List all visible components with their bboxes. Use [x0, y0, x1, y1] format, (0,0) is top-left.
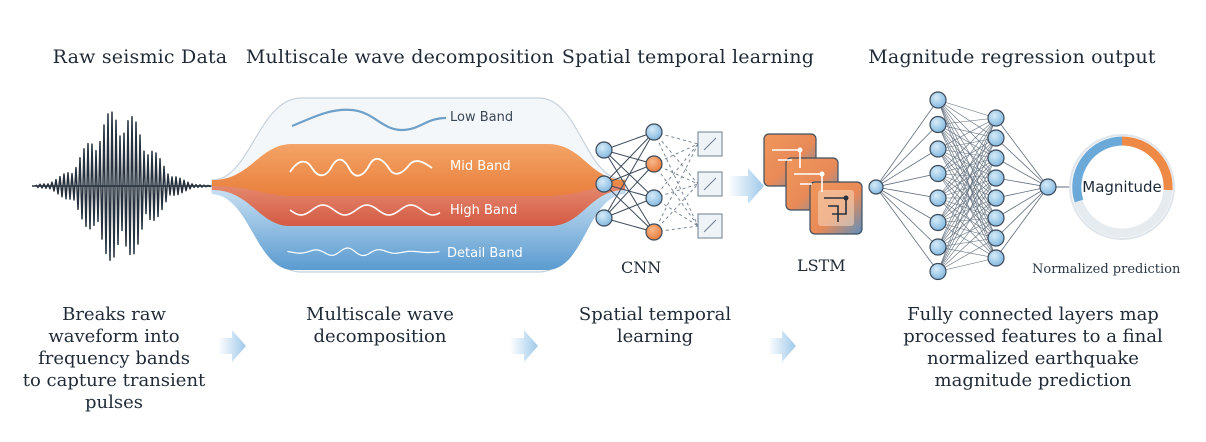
high-band-wave	[289, 204, 441, 216]
normalized-prediction-caption: Normalized prediction	[1032, 262, 1181, 277]
dense-node	[987, 229, 1005, 247]
dense-node	[987, 209, 1005, 227]
dense-node	[987, 169, 1005, 187]
cnn-node	[595, 175, 613, 193]
detail-band-label: Detail Band	[447, 246, 523, 261]
dense-node	[929, 189, 947, 207]
magnitude-gauge	[1069, 134, 1175, 240]
stage-title-multiscale: Multiscale wave decomposition	[245, 46, 555, 68]
cnn-node	[645, 223, 663, 241]
magnitude-label: Magnitude	[1082, 178, 1162, 196]
mid-band-label: Mid Band	[450, 159, 511, 174]
dense-node	[929, 213, 947, 232]
description-regression: Fully connected layers map processed fea…	[903, 304, 1163, 391]
arrow-icon	[510, 330, 538, 362]
cnn-node	[645, 189, 663, 207]
dense-node	[987, 189, 1005, 207]
dense-node	[987, 149, 1005, 167]
cnn-node	[595, 209, 613, 227]
arrow-icon	[768, 330, 796, 362]
stage-title-regression: Magnitude regression output	[868, 46, 1156, 68]
description-multiscale: Multiscale wave decomposition	[306, 304, 454, 347]
raw-waveform	[32, 111, 225, 262]
input-node	[868, 179, 884, 195]
cnn-node	[595, 141, 613, 159]
decomposition-container	[211, 97, 626, 273]
dense-node	[987, 249, 1005, 267]
cnn-node	[645, 123, 663, 141]
description-spatial: Spatial temporal learning	[578, 304, 732, 347]
arrow-icon	[218, 330, 246, 362]
cnn-label: CNN	[621, 258, 662, 277]
cnn-network	[595, 123, 723, 241]
arrow-icon	[728, 168, 764, 204]
dense-network	[868, 91, 1070, 281]
dense-node	[929, 262, 947, 281]
high-band-label: High Band	[450, 203, 518, 218]
output-node	[1039, 178, 1057, 196]
dense-node	[929, 115, 947, 134]
lstm-label: LSTM	[797, 256, 846, 275]
lstm-cards	[763, 133, 863, 235]
detail-band-wave	[287, 247, 440, 257]
dense-node	[929, 91, 947, 109]
low-band-label: Low Band	[450, 110, 514, 125]
dense-node	[929, 164, 947, 183]
description-raw: Breaks raw waveform into frequency bands…	[22, 304, 206, 413]
stage-title-raw: Raw seismic Data	[52, 46, 228, 68]
low-band-wave	[291, 108, 447, 132]
dense-node	[929, 140, 947, 158]
dense-node	[987, 129, 1005, 147]
dense-node	[929, 238, 947, 256]
mid-band	[212, 144, 625, 196]
dense-node	[987, 109, 1005, 127]
stage-title-spatial: Spatial temporal learning	[561, 46, 815, 68]
mid-band-wave	[289, 157, 433, 177]
cnn-node	[645, 155, 663, 173]
